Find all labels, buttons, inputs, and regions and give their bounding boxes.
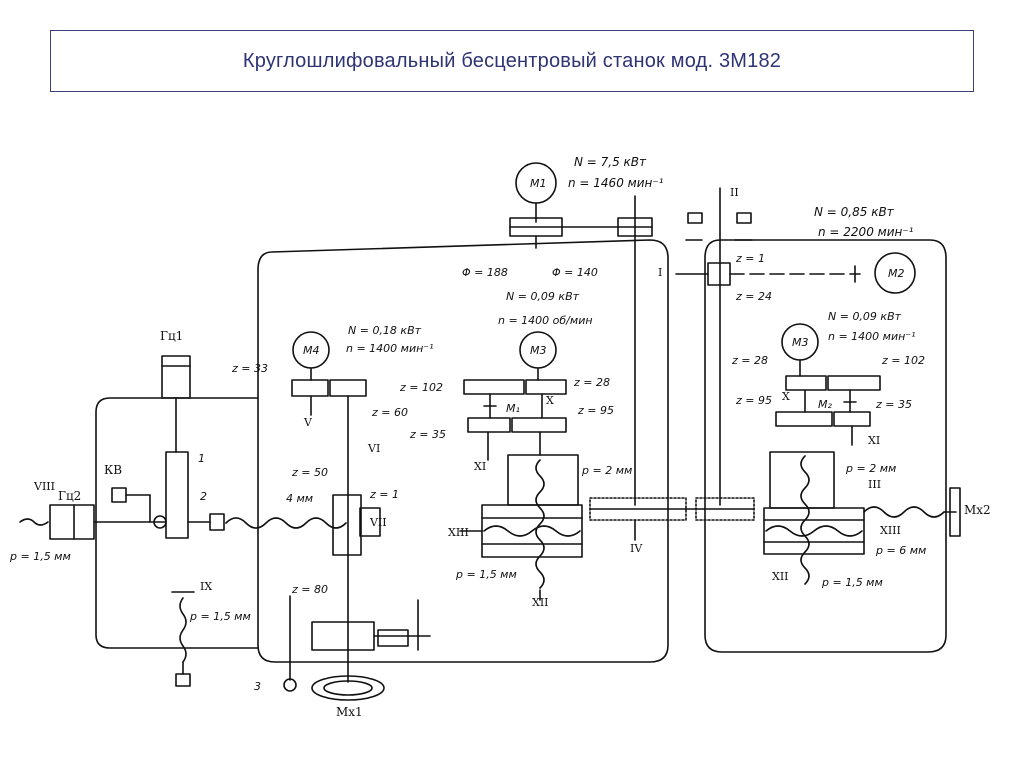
gear-z102-right	[827, 375, 881, 391]
shaft-ix-label: IX	[200, 580, 212, 593]
gear-z1-worm-label: z = 1	[369, 488, 399, 501]
shaft-vii-label: VII	[369, 516, 387, 529]
shaft-xiii-right-label: XIII	[880, 524, 901, 537]
shaft-vi-label: VI	[367, 442, 380, 455]
handwheel-mx1-label: Mx1	[336, 705, 363, 719]
frame-right	[704, 239, 947, 653]
gear-z102-left-label: z = 102	[399, 381, 443, 394]
pitch-p2-left: p = 2 мм	[581, 464, 632, 477]
valve-kv-label: КВ	[104, 463, 122, 477]
gear-z95-left-label: z = 95	[577, 404, 614, 417]
gear-z50-label: z = 50	[291, 466, 328, 479]
pitch-p2-right: p = 2 мм	[845, 462, 896, 475]
handwheel-mx2-label: Mx2	[964, 503, 991, 517]
pulley-d140-label: Φ = 140	[552, 266, 598, 279]
part-1-label: 1	[198, 452, 205, 465]
m2-speed: n = 2200 мин⁻¹	[818, 225, 914, 239]
cylinder-gc1[interactable]	[161, 355, 191, 399]
gear-z24-label: z = 24	[735, 290, 772, 303]
gear-z35-right	[833, 411, 871, 427]
shaft-xiii-left-label: XIII	[448, 526, 469, 539]
screw-ix	[179, 597, 187, 663]
shaft-iii-label: III	[868, 478, 881, 491]
shaft-xii-right-label: XII	[772, 570, 789, 583]
m3-right-power: N = 0,09 кВт	[828, 310, 902, 323]
shaft-i-label: I	[658, 266, 662, 279]
m3-right-speed: n = 1400 мин⁻¹	[828, 330, 916, 343]
m3-right-label: M3	[792, 336, 809, 349]
gear-z80-label: z = 80	[291, 583, 328, 596]
gear-z28-right	[785, 375, 827, 391]
gear-z35-right-label: z = 35	[875, 398, 912, 411]
part-2-label: 2	[200, 490, 207, 503]
gear-z1-top-label: z = 1	[735, 252, 765, 265]
screw-4mm-label: 4 мм	[286, 492, 313, 505]
gear-z28-left-label: z = 28	[573, 376, 610, 389]
slide-title: Круглошлифовальный бесцентровый станок м…	[242, 49, 782, 72]
handwheel-mx2[interactable]	[949, 487, 961, 537]
lead-screw-4mm	[225, 517, 347, 529]
gear-z102-right-label: z = 102	[881, 354, 925, 367]
pitch-p15-right: p = 1,5 мм	[821, 576, 883, 589]
screw-p6	[863, 506, 945, 518]
shaft-iv-label: IV	[630, 542, 643, 555]
clutch-m1-label: M₁	[506, 402, 520, 415]
m3-left-speed: n = 1400 об/мин	[498, 314, 593, 327]
shaft-viii-label: VIII	[33, 480, 55, 493]
m3-left-label: M3	[530, 344, 547, 357]
gear-z95-left	[511, 417, 567, 433]
shaft-xi-right-label: XI	[868, 434, 880, 447]
shaft-xii-left-label: XII	[532, 596, 549, 609]
hydraulic-loop	[95, 397, 259, 649]
shaft-v-label: V	[303, 416, 313, 429]
lever-1	[165, 451, 189, 539]
m1-speed: n = 1460 мин⁻¹	[568, 176, 664, 190]
m4-speed: n = 1400 мин⁻¹	[346, 342, 434, 355]
shaft-xi-left-label: XI	[474, 460, 486, 473]
valve-kv[interactable]	[111, 487, 127, 503]
m4-label: M4	[303, 344, 320, 357]
pulley-d188-label: Φ = 188	[462, 266, 508, 279]
m2-label: M2	[888, 267, 905, 280]
gear-z28-left	[525, 379, 567, 395]
m3-left-power: N = 0,09 кВт	[506, 290, 580, 303]
cylinder-gc2-label: Гц2	[58, 489, 81, 503]
handwheel-mx1[interactable]	[311, 675, 385, 701]
worm-z1	[332, 494, 362, 556]
pitch-p15-cyl: p = 1,5 мм	[9, 550, 71, 563]
pitch-p15-ix: p = 1,5 мм	[189, 610, 251, 623]
part-3-label: 3	[254, 680, 261, 693]
carriage-right	[763, 507, 865, 555]
clutch-m2-label: M₂	[818, 398, 832, 411]
gear-z60-label: z = 60	[371, 406, 408, 419]
gear-z60	[329, 379, 367, 397]
gear-z35-left-label: z = 35	[409, 428, 446, 441]
cylinder-gc1-label: Гц1	[160, 329, 183, 343]
cylinder-gc2[interactable]	[49, 504, 95, 540]
gear-z33	[291, 379, 329, 397]
gear-z33-label: z = 33	[231, 362, 268, 375]
shaft-ii-label: II	[730, 186, 739, 199]
m2-power: N = 0,85 кВт	[814, 205, 895, 219]
shaft-x-left-label: X	[546, 394, 554, 407]
motor-m2	[874, 252, 916, 294]
gear-z95-right-label: z = 95	[735, 394, 772, 407]
gear-z95-right	[775, 411, 833, 427]
slide-title-box: Круглошлифовальный бесцентровый станок м…	[50, 30, 974, 92]
gear-z28-right-label: z = 28	[731, 354, 768, 367]
pitch-p6: p = 6 мм	[875, 544, 926, 557]
gear-z102-left	[463, 379, 525, 395]
gear-z80	[311, 621, 375, 651]
m1-label: M1	[530, 177, 547, 190]
worm-gear-i	[707, 262, 731, 286]
gear-z35-left	[467, 417, 511, 433]
m4-power: N = 0,18 кВт	[348, 324, 422, 337]
m1-power: N = 7,5 кВт	[574, 155, 647, 169]
frame-main	[257, 239, 669, 663]
pitch-p15-left: p = 1,5 мм	[455, 568, 517, 581]
shaft-x-right-label: X	[782, 390, 790, 403]
